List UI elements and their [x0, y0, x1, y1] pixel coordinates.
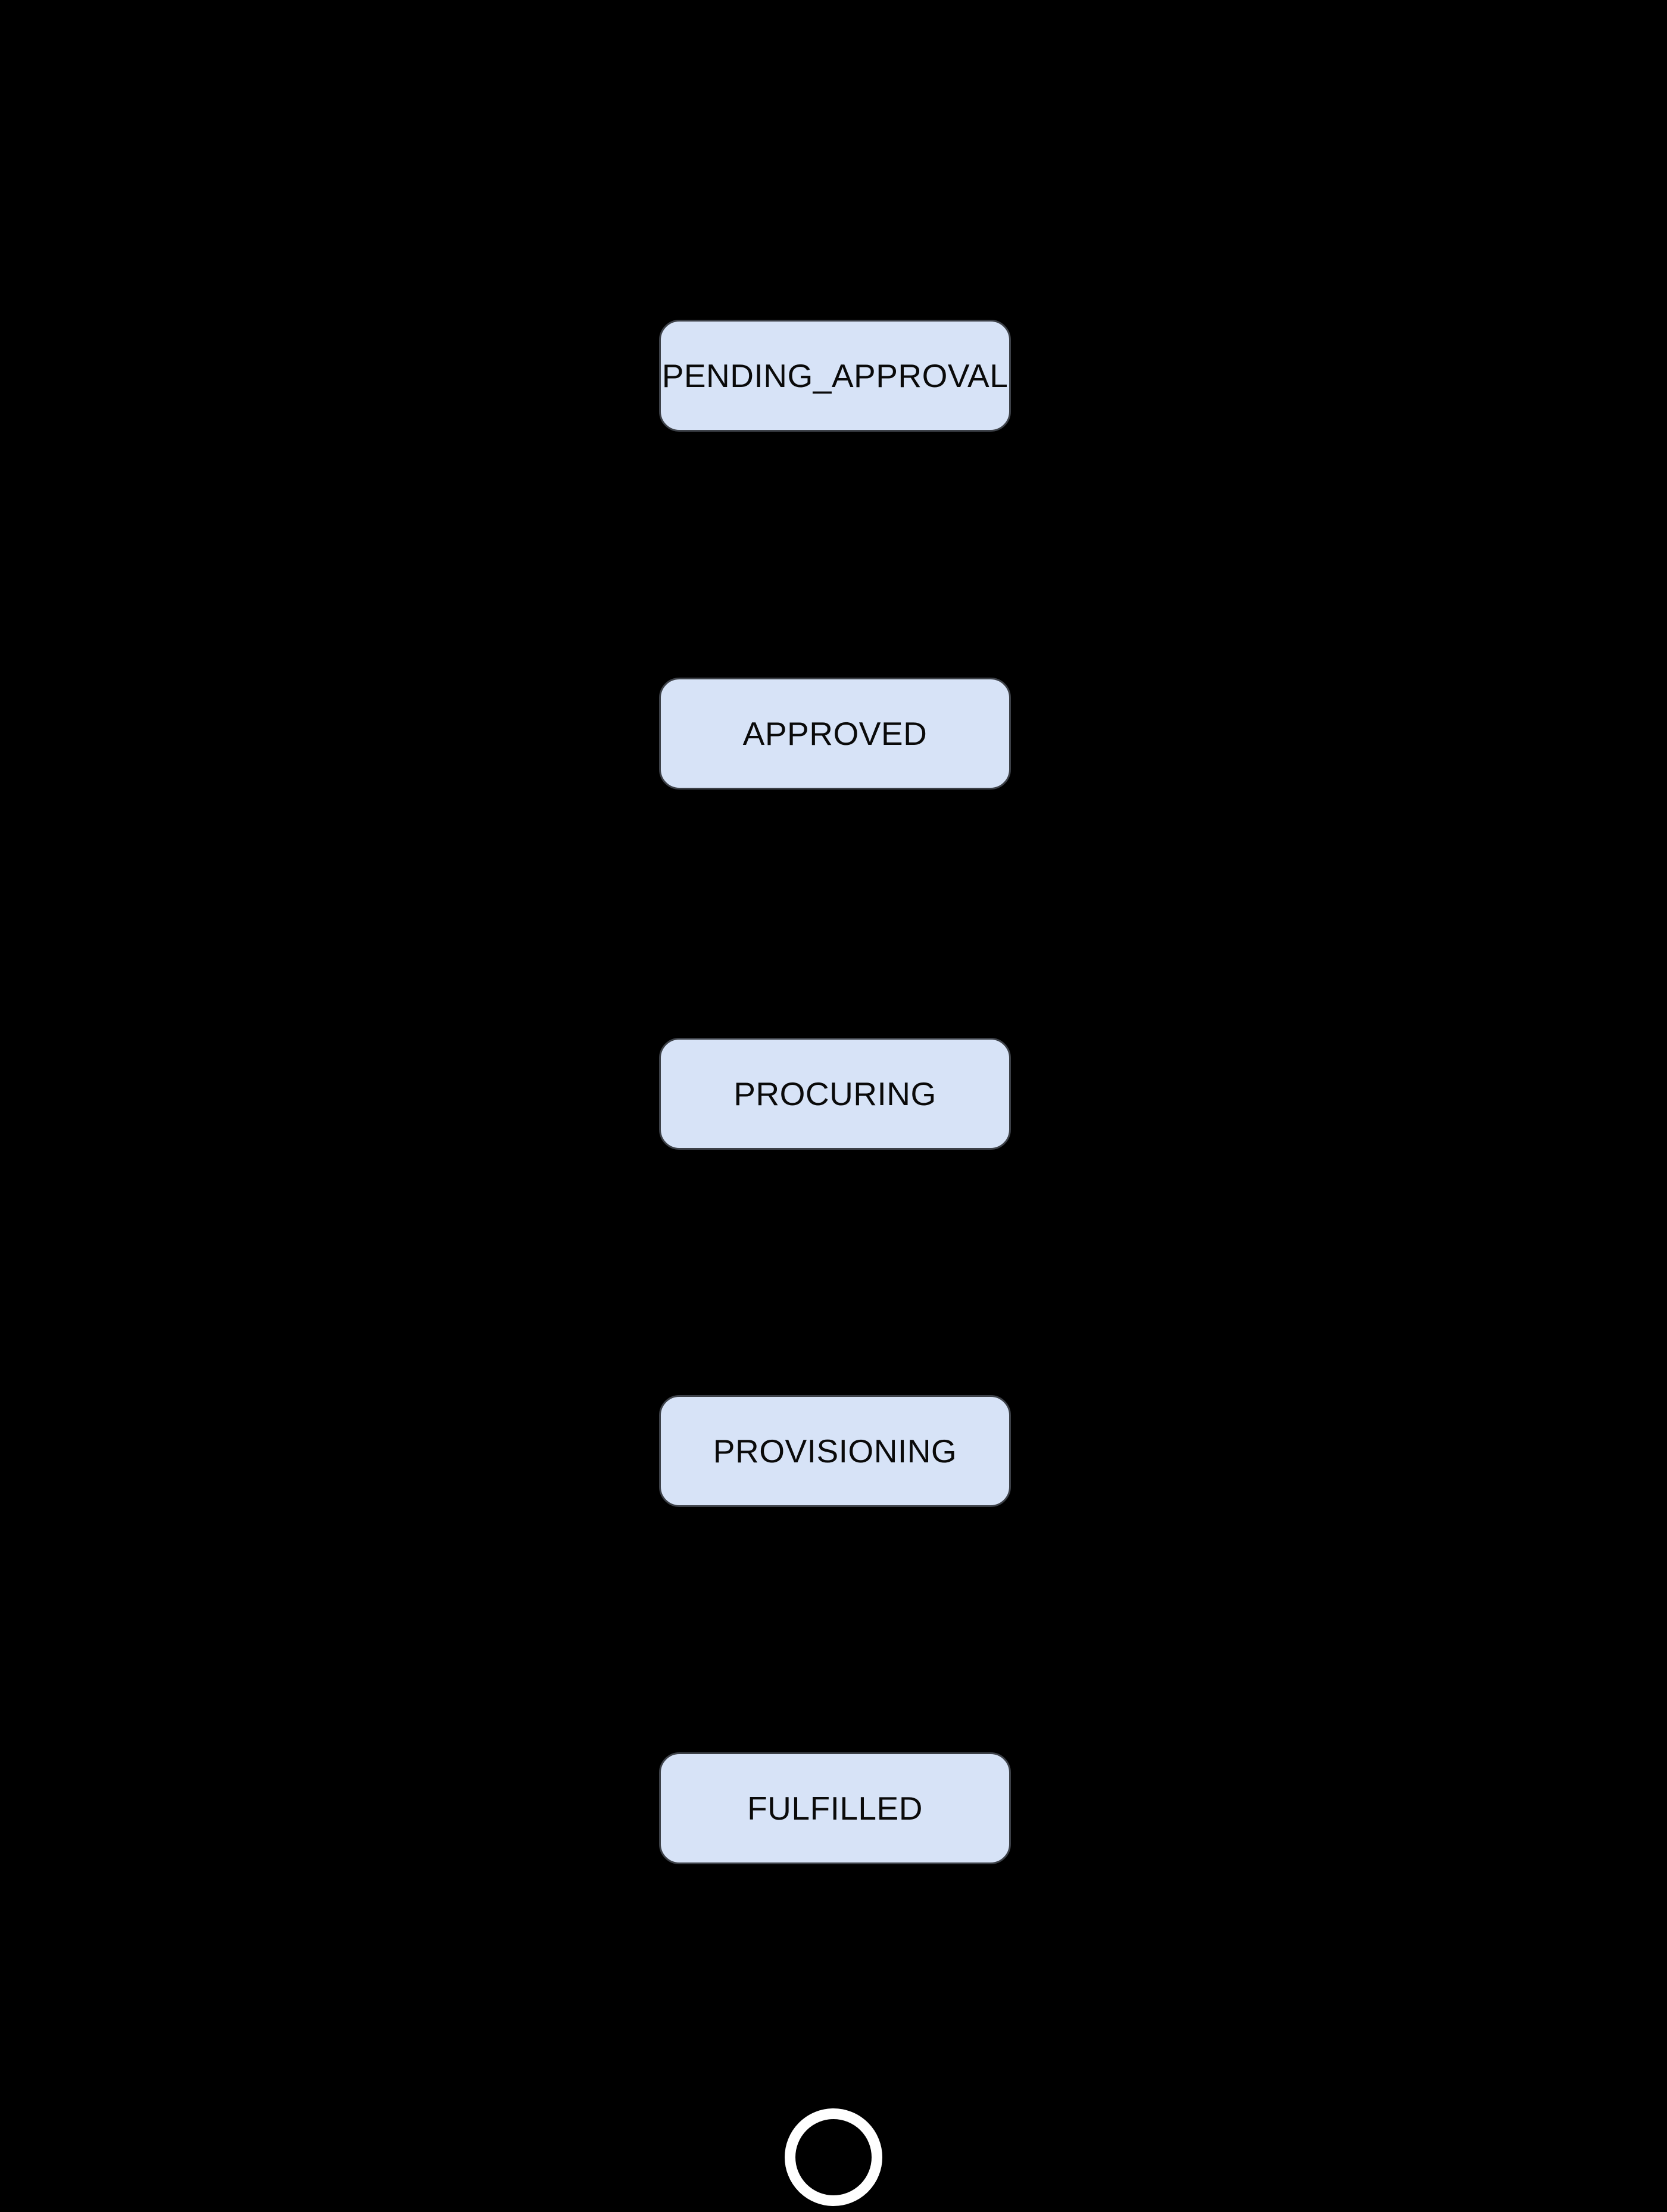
end-state-icon — [785, 2108, 882, 2206]
state-label-pending-approval: PENDING_APPROVAL — [661, 357, 1009, 394]
state-node-provisioning: PROVISIONING — [659, 1395, 1011, 1507]
state-node-procuring: PROCURING — [659, 1038, 1011, 1150]
state-node-fulfilled: FULFILLED — [659, 1752, 1011, 1864]
state-label-approved: APPROVED — [742, 715, 928, 752]
state-label-provisioning: PROVISIONING — [713, 1433, 957, 1470]
state-label-procuring: PROCURING — [733, 1075, 936, 1112]
state-node-pending-approval: PENDING_APPROVAL — [659, 320, 1011, 432]
state-label-fulfilled: FULFILLED — [747, 1790, 923, 1827]
state-node-approved: APPROVED — [659, 678, 1011, 790]
